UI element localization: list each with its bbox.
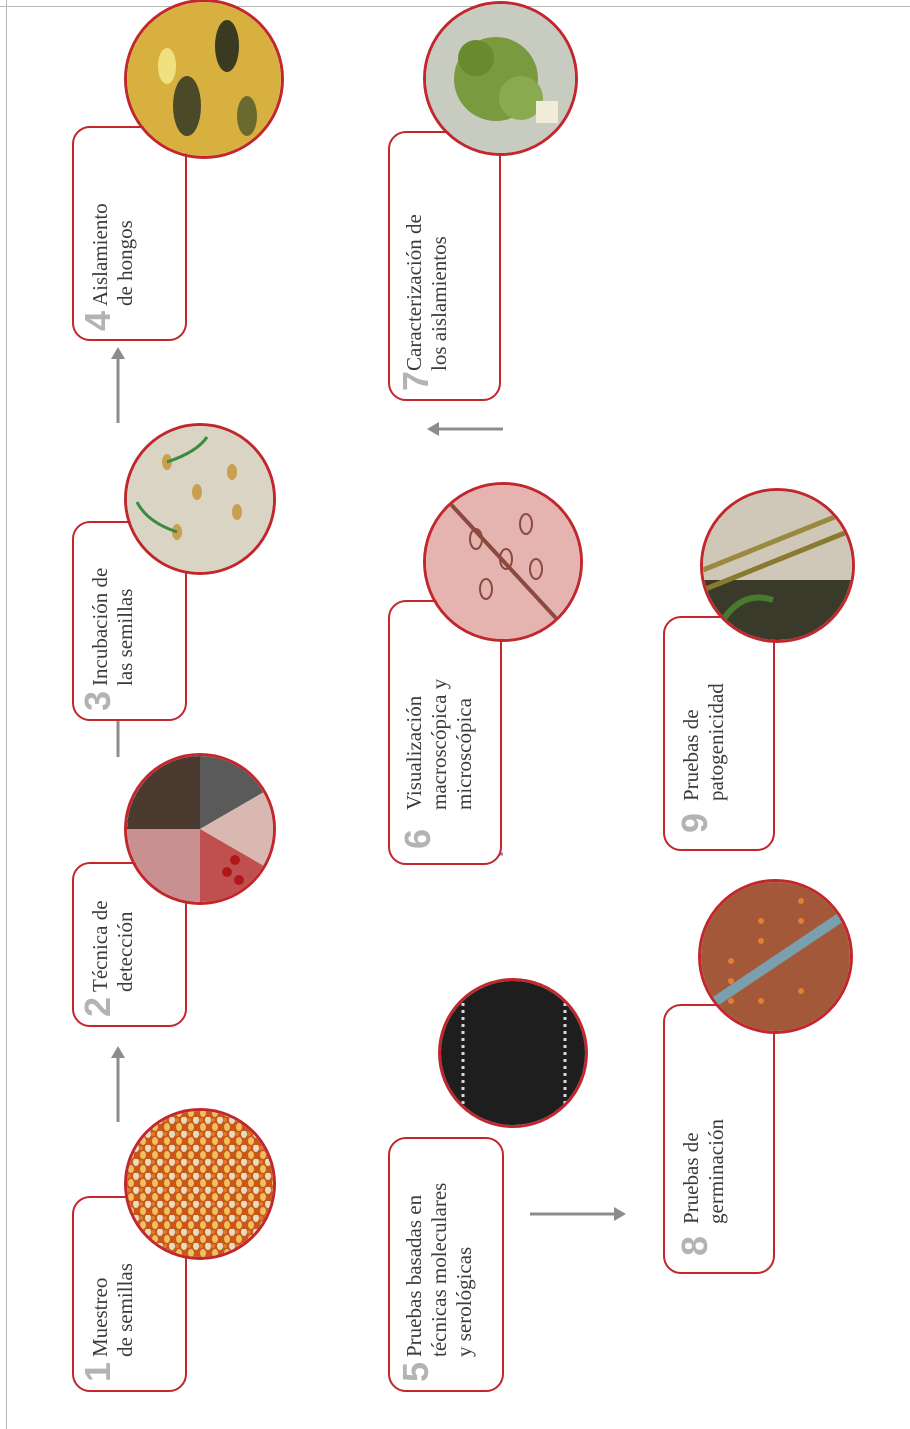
step-8: 8 Pruebas de germinación [663,854,793,1274]
step-number: 7 [398,371,434,391]
step-number: 4 [80,311,116,331]
step-number: 3 [80,691,116,711]
step-label: Incubación de las semillas [88,568,138,686]
arrow-3-4 [108,345,133,425]
detection-collage-photo [124,753,276,905]
detection-collage-image [127,756,273,902]
germinating-seeds-image [127,426,273,572]
step-label: Pruebas basadas en técnicas moleculares … [402,1183,477,1357]
gel-electrophoresis-image [441,981,585,1125]
step-1: 1 Muestreo de semillas [72,1082,197,1392]
germinating-seeds-photo [124,423,276,575]
step-label: Pruebas de germinación [679,1119,729,1224]
step-4: 4 Aislamiento de hongos [72,1,197,341]
step-3: 3 Incubación de las semillas [72,391,197,721]
step-label: Pruebas de patogenicidad [679,683,729,801]
germination-tray-photo [698,879,853,1034]
step-number: 2 [80,997,116,1017]
microscopic-spores-image [426,485,580,639]
step-7: 7 Caracterización de los aislamientos [388,1,513,401]
step-2: 2 Técnica de detección [72,722,197,1027]
step-6: 6 Visualización macroscópica y microscóp… [388,435,513,865]
diseased-plants-image [703,491,852,640]
arrow-6-7 [425,419,510,439]
step-number: 6 [400,829,436,849]
arrow-5-8 [530,1204,635,1224]
germination-tray-image [701,882,850,1031]
step-label: Técnica de detección [88,900,138,992]
fungal-growth-image [127,2,281,156]
step-5: 5 Pruebas basadas en técnicas moleculare… [388,972,528,1392]
microscopic-spores-photo [423,482,583,642]
fungal-growth-photo [124,0,284,159]
corn-seeds-image [127,1111,273,1257]
arrow-1-2 [108,1044,133,1124]
diseased-plants-photo [700,488,855,643]
step-label: Muestreo de semillas [88,1263,138,1357]
step-label: Visualización macroscópica y microscópic… [402,679,477,810]
corn-seeds-photo [124,1108,276,1260]
step-number: 1 [80,1362,116,1382]
petri-dish-culture-image [426,4,575,153]
step-label: Aislamiento de hongos [88,203,138,306]
step-number: 8 [677,1236,713,1256]
step-number: 5 [398,1362,434,1382]
step-label: Caracterización de los aislamientos [402,214,452,371]
step-number: 9 [677,813,713,833]
gel-electrophoresis-photo [438,978,588,1128]
step-9: 9 Pruebas de patogenicidad [663,541,793,851]
petri-dish-culture-photo [423,1,578,156]
